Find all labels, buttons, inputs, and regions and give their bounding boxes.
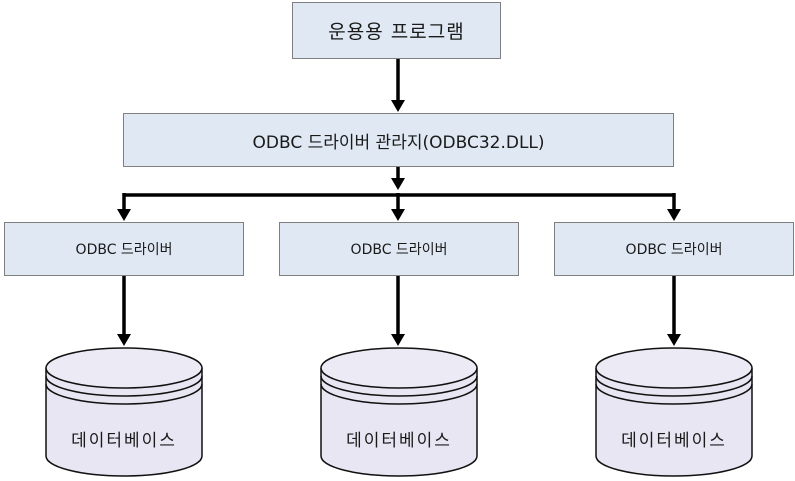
application-box: 운용용 프로그램: [292, 2, 501, 59]
database-icon: [320, 347, 478, 477]
odbc-driver-box-2: ODBC 드라이버: [279, 222, 519, 276]
arrowhead-driver-1: [117, 209, 131, 221]
application-label: 운용용 프로그램: [328, 21, 465, 43]
arrowhead-manager-stem: [391, 178, 405, 190]
driver-manager-box: ODBC 드라이버 관라지(ODBC32.DLL): [123, 113, 674, 167]
driver-manager-label: ODBC 드라이버 관라지(ODBC32.DLL): [252, 132, 545, 153]
arrowhead-app-to-manager: [391, 100, 405, 112]
odbc-driver-label-2: ODBC 드라이버: [350, 242, 448, 258]
database-cylinder-2: 데이터베이스: [319, 346, 479, 478]
database-cylinder-1: 데이터베이스: [44, 346, 204, 478]
arrowhead-driver-3: [667, 209, 681, 221]
arrowhead-driver-2: [391, 209, 405, 221]
database-label-3: 데이터베이스: [621, 431, 727, 451]
odbc-driver-box-1: ODBC 드라이버: [4, 222, 244, 276]
odbc-driver-box-3: ODBC 드라이버: [554, 222, 794, 276]
database-cylinder-3: 데이터베이스: [594, 346, 754, 478]
arrowhead-db-2: [391, 334, 405, 346]
arrowhead-db-3: [667, 334, 681, 346]
odbc-driver-label-3: ODBC 드라이버: [625, 242, 723, 258]
database-label-2: 데이터베이스: [346, 431, 452, 451]
arrowhead-db-1: [117, 334, 131, 346]
odbc-driver-label-1: ODBC 드라이버: [75, 242, 173, 258]
database-icon: [595, 347, 753, 477]
database-label-1: 데이터베이스: [71, 431, 177, 451]
database-icon: [45, 347, 203, 477]
